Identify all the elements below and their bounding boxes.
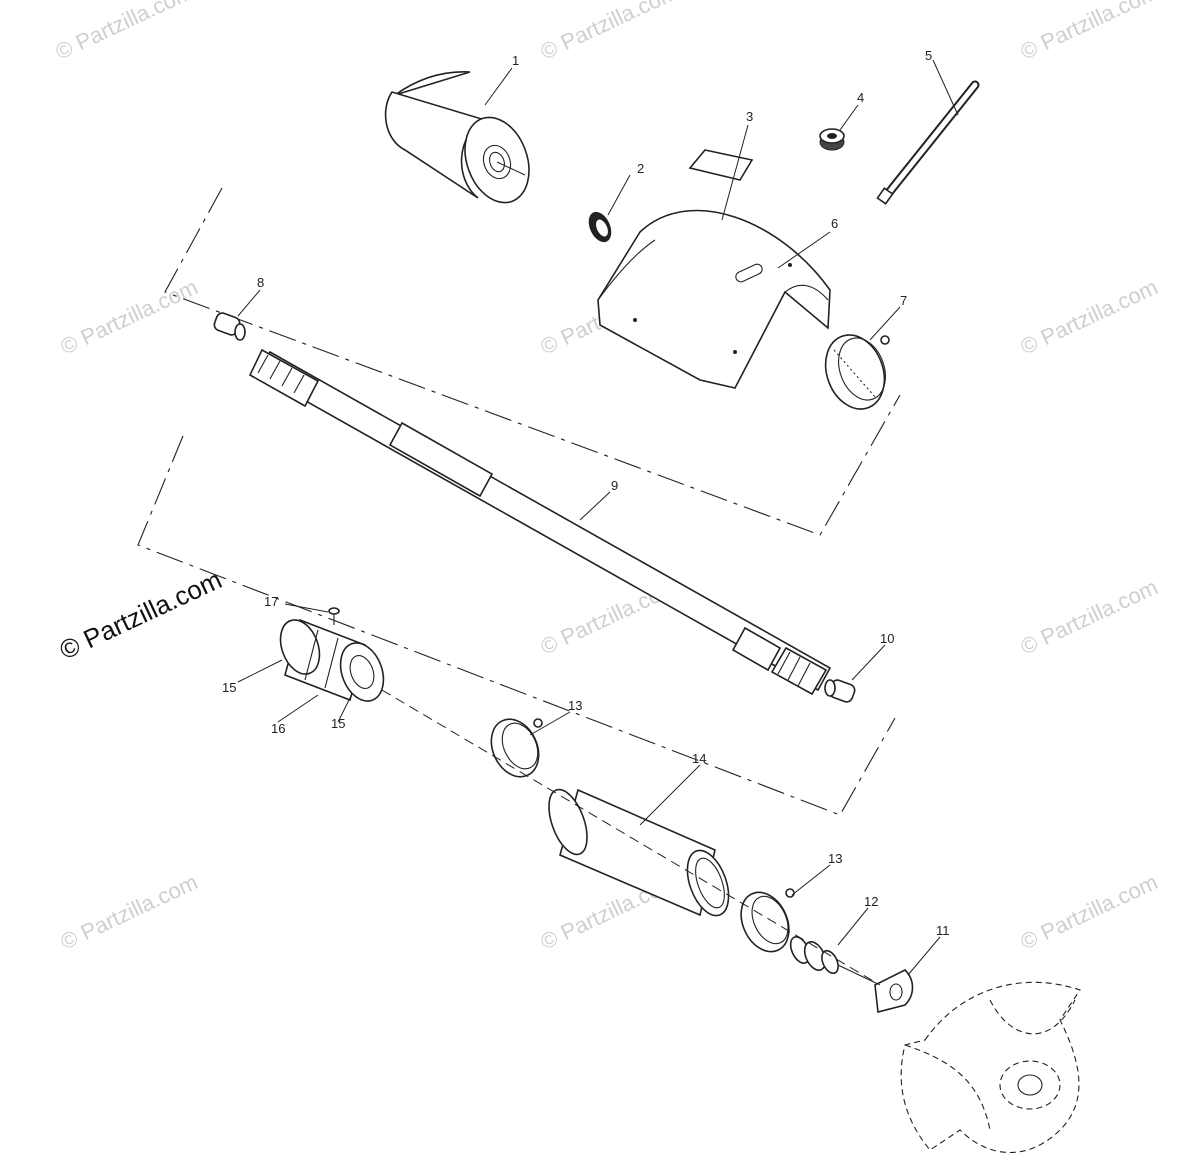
callout-9: 9 <box>611 478 618 493</box>
part-10-plug <box>824 679 856 703</box>
callout-12: 12 <box>864 894 878 909</box>
callout-17: 17 <box>264 594 278 609</box>
part-8-plug <box>213 312 246 341</box>
callout-4: 4 <box>857 90 864 105</box>
watermark: © Partzilla.com <box>57 869 202 954</box>
impeller-phantom <box>900 981 1081 1154</box>
part-1-cylinder <box>384 71 530 204</box>
brand-logo: © Partzilla.com <box>55 564 226 665</box>
callout-16: 16 <box>271 721 285 736</box>
watermark: © Partzilla.com <box>537 0 682 65</box>
callout-labels: 1 2 3 4 5 6 7 8 9 10 17 15 16 15 13 14 1… <box>222 48 950 938</box>
part-12-fitting <box>789 936 881 986</box>
callout-1: 1 <box>512 53 519 68</box>
part-2-seal <box>588 211 612 243</box>
callout-14: 14 <box>692 751 706 766</box>
part-3-decal <box>688 149 754 181</box>
callout-10: 10 <box>880 631 894 646</box>
callout-5: 5 <box>925 48 932 63</box>
part-11-mount <box>874 969 914 1014</box>
callout-7: 7 <box>900 293 907 308</box>
part-16-bearing-housing <box>279 618 385 702</box>
watermark: © Partzilla.com <box>1017 274 1162 359</box>
watermark: © Partzilla.com <box>1017 869 1162 954</box>
part-17-screw <box>328 607 340 625</box>
callout-2: 2 <box>637 161 644 176</box>
watermark: © Partzilla.com <box>1017 0 1162 65</box>
callout-13: 13 <box>828 851 842 866</box>
watermark: © Partzilla.com <box>57 274 202 359</box>
part-13-clamp-lower <box>740 888 795 953</box>
watermark: © Partzilla.com <box>52 0 197 65</box>
callout-3: 3 <box>746 109 753 124</box>
part-9-driveshaft <box>248 348 832 696</box>
part-6-cover <box>597 209 831 389</box>
callout-8: 8 <box>257 275 264 290</box>
part-7-clamp <box>824 334 890 410</box>
part-4-nut <box>819 128 845 151</box>
assembly-outline-lower <box>137 435 896 816</box>
callout-15: 15 <box>331 716 345 731</box>
assembly-outline-upper <box>164 187 901 536</box>
watermark: © Partzilla.com <box>1017 574 1162 659</box>
callout-6: 6 <box>831 216 838 231</box>
part-14-tube <box>548 788 730 917</box>
callout-13: 13 <box>568 698 582 713</box>
part-5-rod <box>876 80 980 205</box>
callout-15: 15 <box>222 680 236 695</box>
callout-11: 11 <box>936 923 950 938</box>
part-13-clamp-upper <box>490 718 543 778</box>
leader-lines <box>237 59 959 986</box>
